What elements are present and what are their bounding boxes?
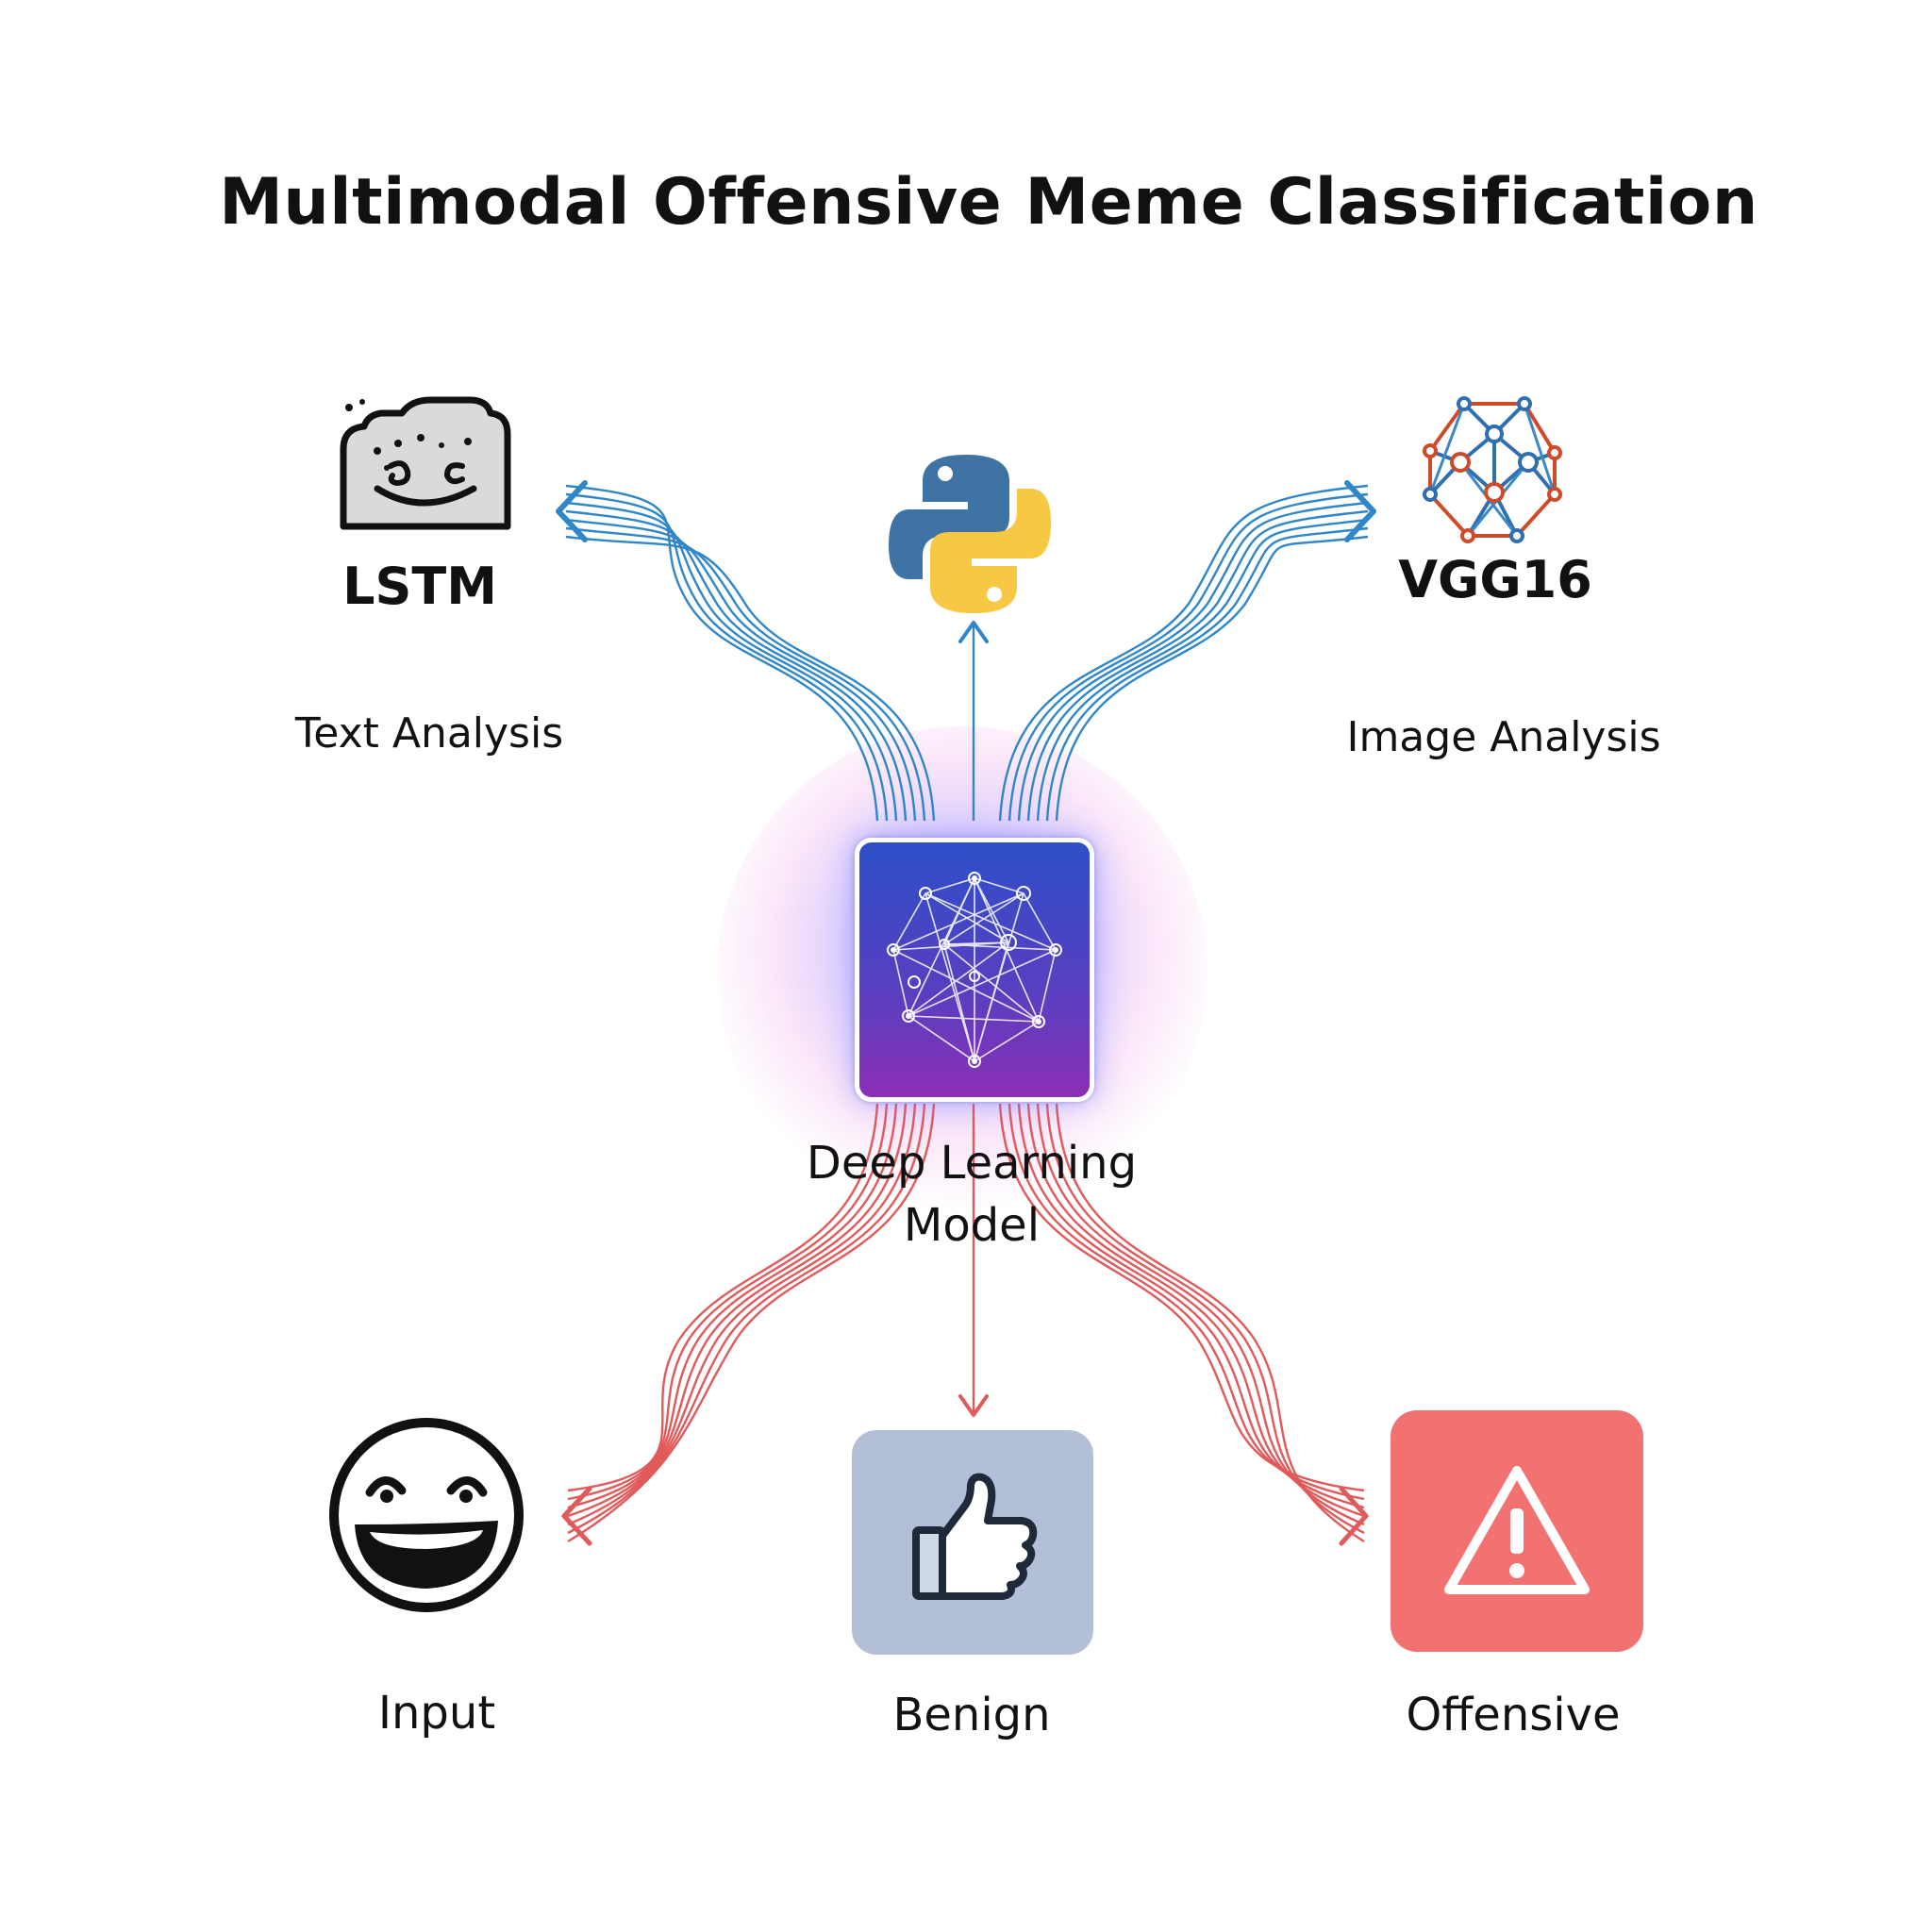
flow-line-to-offensive [1036, 1103, 1365, 1526]
flow-line-to-offensive [1026, 1103, 1365, 1518]
flow-line-to-lstm [565, 535, 936, 822]
warning-icon [1444, 1466, 1590, 1594]
diagram-title: Multimodal Offensive Meme Classification [219, 165, 1758, 240]
benign-box [852, 1430, 1093, 1655]
flow-line-to-offensive [1008, 1103, 1365, 1501]
benign-label: Benign [892, 1689, 1051, 1741]
laughing-face-icon [329, 1418, 524, 1612]
meme-face-icon [340, 396, 511, 530]
flow-line-to-input [567, 1103, 889, 1501]
model-label: Deep Learning Model [807, 1132, 1137, 1257]
deep-learning-model-box [855, 838, 1094, 1102]
flow-line-to-input [567, 1103, 936, 1543]
flow-line-to-input [567, 1103, 908, 1518]
flow-line-to-offensive [1045, 1103, 1365, 1535]
vgg16-name: VGG16 [1398, 550, 1592, 609]
flow-line-to-lstm [565, 484, 879, 822]
flow-line-to-input [567, 1103, 917, 1526]
model-label-line2: Model [903, 1199, 1041, 1252]
flow-line-to-vgg16 [998, 484, 1369, 822]
thumbs-up-icon [912, 1473, 1038, 1600]
python-logo-icon [889, 455, 1051, 613]
neural-network-icon [887, 872, 1062, 1068]
model-label-line1: Deep Learning [806, 1137, 1138, 1190]
flow-line-to-vgg16 [1036, 518, 1369, 822]
flow-line-to-input [567, 1103, 898, 1509]
offensive-label: Offensive [1406, 1689, 1621, 1741]
flow-line-to-vgg16 [1045, 526, 1369, 822]
flow-line-to-lstm [565, 518, 917, 822]
arrow-to-python [958, 621, 989, 643]
offensive-box [1391, 1410, 1643, 1652]
arrow-to-lstm [556, 480, 588, 542]
arrow-to-benign [958, 1394, 989, 1417]
flow-line-to-input [567, 1103, 926, 1535]
flow-line-to-lstm [565, 501, 898, 822]
lstm-name: LSTM [342, 557, 497, 616]
arrow-to-offensive [1339, 1486, 1369, 1546]
input-label: Input [377, 1687, 496, 1740]
lstm-description: Text Analysis [294, 709, 564, 758]
flow-line-to-offensive [1017, 1103, 1365, 1509]
flow-line-to-lstm [565, 509, 908, 822]
lower-flow-lines [567, 1103, 1365, 1543]
flow-line-to-offensive [998, 1103, 1365, 1492]
flow-line-to-lstm [565, 492, 889, 822]
flow-line-to-offensive [1055, 1103, 1365, 1543]
flow-line-to-input [567, 1103, 879, 1492]
flow-line-to-vgg16 [1026, 509, 1369, 822]
vgg16-description: Image Analysis [1346, 713, 1661, 761]
arrow-to-input [561, 1486, 592, 1546]
arrow-to-vgg16 [1344, 480, 1376, 542]
flow-line-to-lstm [565, 526, 926, 822]
network-graph-icon [1423, 396, 1562, 543]
flow-line-to-vgg16 [1055, 535, 1369, 822]
upper-flow-lines [565, 484, 1369, 822]
flow-line-to-vgg16 [1008, 492, 1369, 822]
flow-line-to-vgg16 [1017, 501, 1369, 822]
